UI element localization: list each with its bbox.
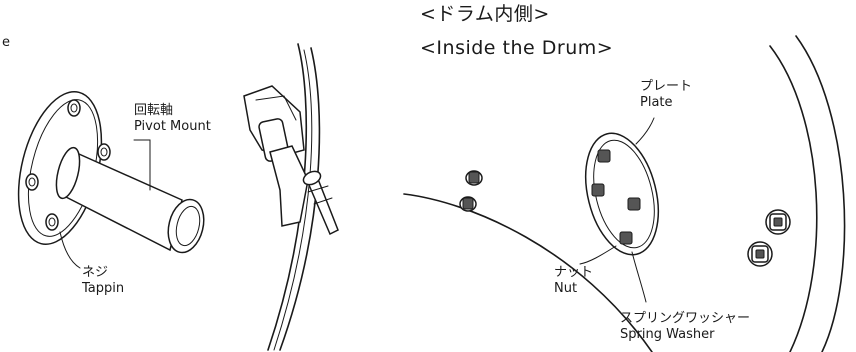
screw-hole: [97, 143, 111, 161]
drum-rim-drawing: [243, 43, 339, 351]
screw-hole: [25, 173, 39, 191]
bolt-cluster-left: [459, 170, 483, 212]
nut: [597, 149, 611, 163]
spring-washer-label-jp: スプリングワッシャー: [620, 311, 751, 326]
nut: [627, 197, 641, 211]
tapping-label-jp: ネジ: [82, 265, 109, 280]
nut: [619, 231, 633, 245]
plate-label-en: Plate: [640, 95, 673, 110]
fragment-text: e: [2, 35, 10, 50]
heading-en: <Inside the Drum>: [420, 37, 614, 59]
heading-jp: <ドラム内側>: [420, 3, 550, 25]
plate-label-jp: プレート: [640, 79, 693, 94]
spring-washer-label-en: Spring Washer: [620, 327, 715, 342]
drum-interior-drawing: [403, 35, 846, 352]
screw-hole: [67, 99, 81, 117]
pivot-mount-label-en: Pivot Mount: [134, 119, 211, 134]
mounting-plate: [579, 117, 659, 303]
nut-label-jp: ナット: [554, 265, 594, 280]
nut-label-en: Nut: [554, 281, 578, 296]
screw-hole: [45, 213, 59, 231]
pivot-mount-drawing: [17, 91, 205, 269]
tapping-label-en: Tappin: [82, 281, 125, 296]
nut: [591, 183, 605, 197]
pivot-mount-label-jp: 回転軸: [134, 103, 174, 118]
bolt-cluster-right: [747, 209, 791, 267]
